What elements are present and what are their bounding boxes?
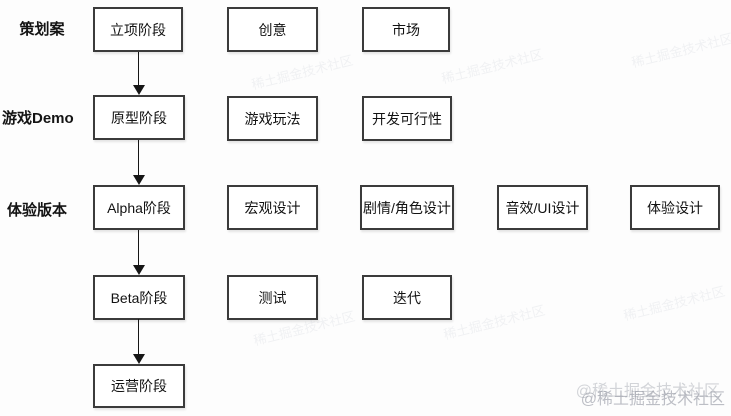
diagonal-watermark: 稀土掘金技术社区	[621, 283, 727, 324]
site-watermark: @稀土掘金技术社区 @稀土掘金技术社区	[551, 378, 727, 414]
site-watermark-layer2: @稀土掘金技术社区	[580, 391, 725, 408]
aspect-box-market: 市场	[362, 7, 450, 52]
diagonal-watermark: 稀土掘金技术社区	[249, 52, 355, 93]
aspect-box-macro-design: 宏观设计	[227, 185, 318, 230]
arrow-line	[137, 140, 140, 177]
aspect-box-experience-design: 体验设计	[630, 185, 720, 230]
arrowhead-down-icon	[132, 354, 145, 364]
flow-arrow-4	[132, 319, 145, 364]
row-label-game-demo: 游戏Demo	[2, 110, 74, 127]
diagonal-watermark: 稀土掘金技术社区	[629, 30, 731, 71]
site-watermark-layer1: @稀土掘金技术社区	[575, 383, 720, 400]
aspect-box-iteration: 迭代	[362, 275, 452, 320]
arrow-line	[137, 52, 140, 87]
stage-box-alpha: Alpha阶段	[93, 185, 185, 230]
arrow-line	[137, 230, 140, 267]
flow-arrow-3	[132, 230, 145, 275]
diagonal-watermark: 稀土掘金技术社区	[441, 302, 547, 343]
stage-box-prototype: 原型阶段	[93, 95, 185, 140]
row-label-experience-version: 体验版本	[6, 202, 67, 219]
arrowhead-down-icon	[132, 85, 145, 95]
diagonal-watermark: 稀土掘金技术社区	[439, 46, 545, 87]
row-label-planning-doc: 策划案	[19, 21, 65, 38]
aspect-box-gameplay: 游戏玩法	[227, 96, 318, 141]
aspect-box-idea: 创意	[227, 7, 318, 52]
arrowhead-down-icon	[132, 265, 145, 275]
stage-box-initiation: 立项阶段	[93, 7, 183, 52]
stage-box-beta: Beta阶段	[93, 275, 185, 320]
aspect-box-testing: 测试	[227, 275, 318, 320]
aspect-box-story-character-design: 剧情/角色设计	[360, 185, 454, 230]
arrow-line	[137, 319, 140, 356]
flow-arrow-1	[132, 52, 145, 95]
flow-arrow-2	[132, 140, 145, 185]
stage-box-operation: 运营阶段	[93, 364, 185, 408]
aspect-box-dev-feasibility: 开发可行性	[362, 96, 452, 141]
aspect-box-audio-ui-design: 音效/UI设计	[497, 185, 588, 230]
arrowhead-down-icon	[132, 175, 145, 185]
